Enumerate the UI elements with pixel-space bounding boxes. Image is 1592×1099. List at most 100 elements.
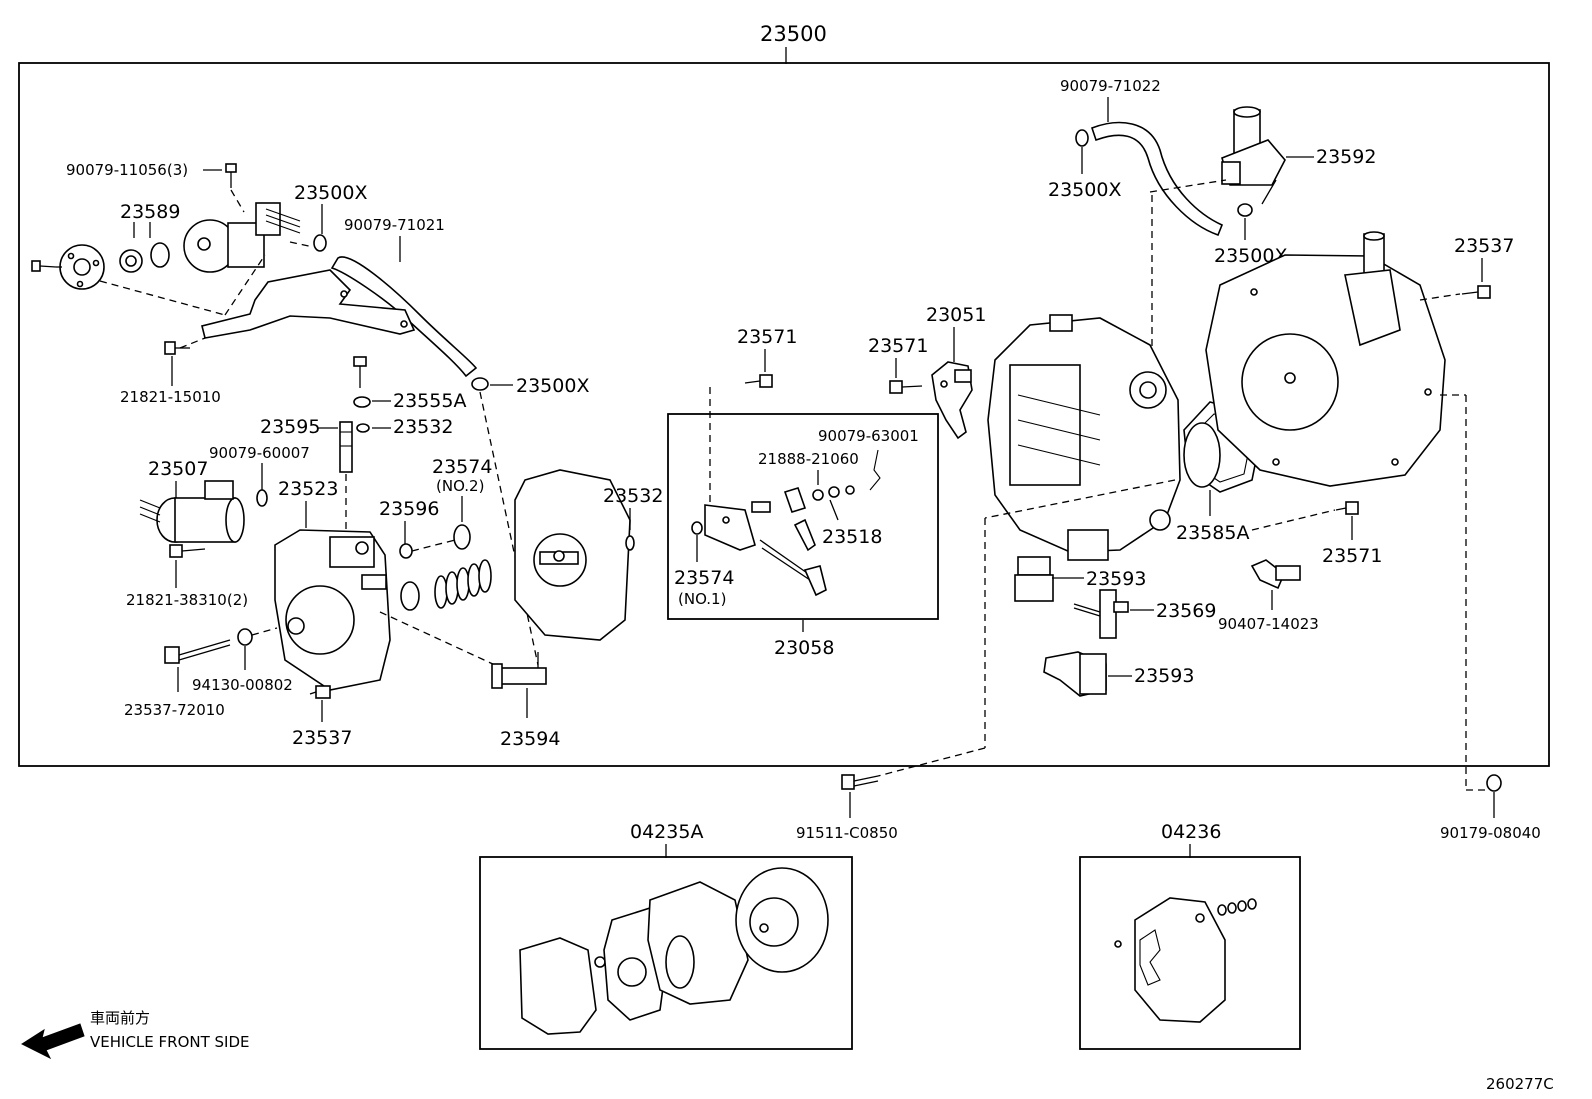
nut-icon	[1486, 774, 1502, 792]
label-23500X-upper-left[interactable]: 23500X	[294, 182, 367, 204]
plug-icon	[1014, 556, 1054, 602]
regulator-body-icon	[274, 529, 391, 691]
washer-icon	[237, 628, 253, 646]
subassembly-label-23058[interactable]: 23058	[774, 637, 834, 659]
label-23555A[interactable]: 23555A	[393, 390, 466, 412]
o-ring-icon	[691, 521, 703, 535]
label-23500X-mid[interactable]: 23500X	[516, 375, 589, 397]
label-23585A[interactable]: 23585A	[1176, 522, 1249, 544]
label-23051[interactable]: 23051	[926, 304, 986, 326]
label-23532-left[interactable]: 23532	[393, 416, 453, 438]
seal-icon	[400, 581, 420, 611]
label-23571-center[interactable]: 23571	[737, 326, 797, 348]
label-23532-right[interactable]: 23532	[603, 485, 663, 507]
label-91511-C0850[interactable]: 91511-C0850	[796, 824, 898, 842]
bolt-icon	[744, 374, 773, 388]
label-23593-upper[interactable]: 23593	[1086, 568, 1146, 590]
nozzle-icon	[339, 421, 353, 473]
bolt-icon	[1335, 501, 1359, 515]
seal-icon	[150, 242, 170, 268]
bolt-icon	[841, 774, 879, 790]
clamp-icon	[1075, 129, 1089, 147]
subassembly-box-04236	[1079, 856, 1301, 1050]
subassembly-label-04236[interactable]: 04236	[1161, 821, 1221, 843]
label-90079-63001[interactable]: 90079-63001	[818, 427, 919, 445]
label-90079-71021[interactable]: 90079-71021	[344, 216, 445, 234]
label-23507[interactable]: 23507	[148, 458, 208, 480]
label-94130-00802[interactable]: 94130-00802	[192, 676, 293, 694]
nut-icon	[353, 396, 371, 408]
direction-jp: 車両前方	[90, 1009, 150, 1027]
label-23500X-upper-right-a[interactable]: 23500X	[1048, 179, 1121, 201]
subassembly-box-04235A	[479, 856, 853, 1050]
fitting-icon	[1073, 589, 1129, 639]
valve-icon	[931, 361, 973, 440]
label-no1: (NO.1)	[678, 590, 726, 608]
plug-icon	[399, 543, 413, 559]
fitting-icon	[1043, 651, 1107, 697]
washer-icon	[625, 535, 635, 551]
label-23523[interactable]: 23523	[278, 478, 338, 500]
clamp-icon	[1237, 203, 1253, 217]
clamp-icon	[313, 234, 327, 252]
o-ring-icon	[1183, 422, 1221, 488]
label-23569[interactable]: 23569	[1156, 600, 1216, 622]
clamp-icon	[471, 377, 489, 391]
hose-icon	[330, 256, 478, 378]
label-23537-72010[interactable]: 23537-72010	[124, 701, 225, 719]
subassembly-box-23058	[667, 413, 939, 620]
bracket-icon	[201, 269, 416, 339]
label-21821-38310[interactable]: 21821-38310(2)	[126, 591, 248, 609]
label-21821-15010[interactable]: 21821-15010	[120, 388, 221, 406]
bolt-icon	[164, 341, 190, 355]
assembly-number: 23500	[760, 22, 827, 46]
label-23595[interactable]: 23595	[260, 416, 320, 438]
label-23537-upper-right[interactable]: 23537	[1454, 235, 1514, 257]
flange-icon	[59, 244, 105, 290]
bolt-icon	[353, 356, 367, 388]
label-90079-71022[interactable]: 90079-71022	[1060, 77, 1161, 95]
label-90407-14023[interactable]: 90407-14023	[1218, 615, 1319, 633]
figure-code: 260277C	[1486, 1075, 1554, 1093]
o-ring-icon	[453, 524, 471, 550]
diaphragm-cover-icon	[514, 469, 631, 641]
label-23537-lower-left[interactable]: 23537	[292, 727, 352, 749]
hose-icon	[1090, 121, 1224, 237]
regulator-housing-icon	[987, 314, 1181, 561]
label-23571-right[interactable]: 23571	[868, 335, 928, 357]
bolt-icon	[309, 685, 331, 699]
vehicle-front-arrow-icon	[20, 1023, 85, 1060]
actuator-icon	[139, 480, 245, 543]
bolt-icon	[225, 163, 237, 188]
label-23596[interactable]: 23596	[379, 498, 439, 520]
elbow-fitting-icon	[1250, 559, 1301, 590]
label-23593-lower[interactable]: 23593	[1134, 665, 1194, 687]
bolt-icon	[889, 380, 923, 394]
label-23518[interactable]: 23518	[822, 526, 882, 548]
label-90179-08040[interactable]: 90179-08040	[1440, 824, 1541, 842]
valve-pin-icon	[491, 652, 547, 689]
label-90079-11056[interactable]: 90079-11056(3)	[66, 161, 188, 179]
label-23594[interactable]: 23594	[500, 728, 560, 750]
screw-icon	[31, 260, 57, 272]
lever-assembly-icon	[704, 485, 855, 597]
elbow-fitting-icon	[1221, 106, 1286, 205]
label-21888-21060[interactable]: 21888-21060	[758, 450, 859, 468]
solenoid-valve-icon	[183, 202, 301, 273]
label-23589[interactable]: 23589	[120, 201, 180, 223]
label-23574-no1[interactable]: 23574	[674, 567, 734, 589]
label-23592[interactable]: 23592	[1316, 146, 1376, 168]
direction-en: VEHICLE FRONT SIDE	[90, 1033, 250, 1051]
label-90079-60007[interactable]: 90079-60007	[209, 444, 310, 462]
washer-icon	[256, 489, 268, 507]
label-23571-lower-right[interactable]: 23571	[1322, 545, 1382, 567]
washer-icon	[356, 423, 370, 433]
label-no2: (NO.2)	[436, 477, 484, 495]
label-23574-no2[interactable]: 23574	[432, 456, 492, 478]
spring-icon	[434, 559, 492, 609]
assembly-frame	[18, 62, 1550, 767]
bolt-icon	[1461, 285, 1491, 299]
subassembly-label-04235A[interactable]: 04235A	[630, 821, 703, 843]
regulator-kit-icon	[519, 867, 829, 1035]
